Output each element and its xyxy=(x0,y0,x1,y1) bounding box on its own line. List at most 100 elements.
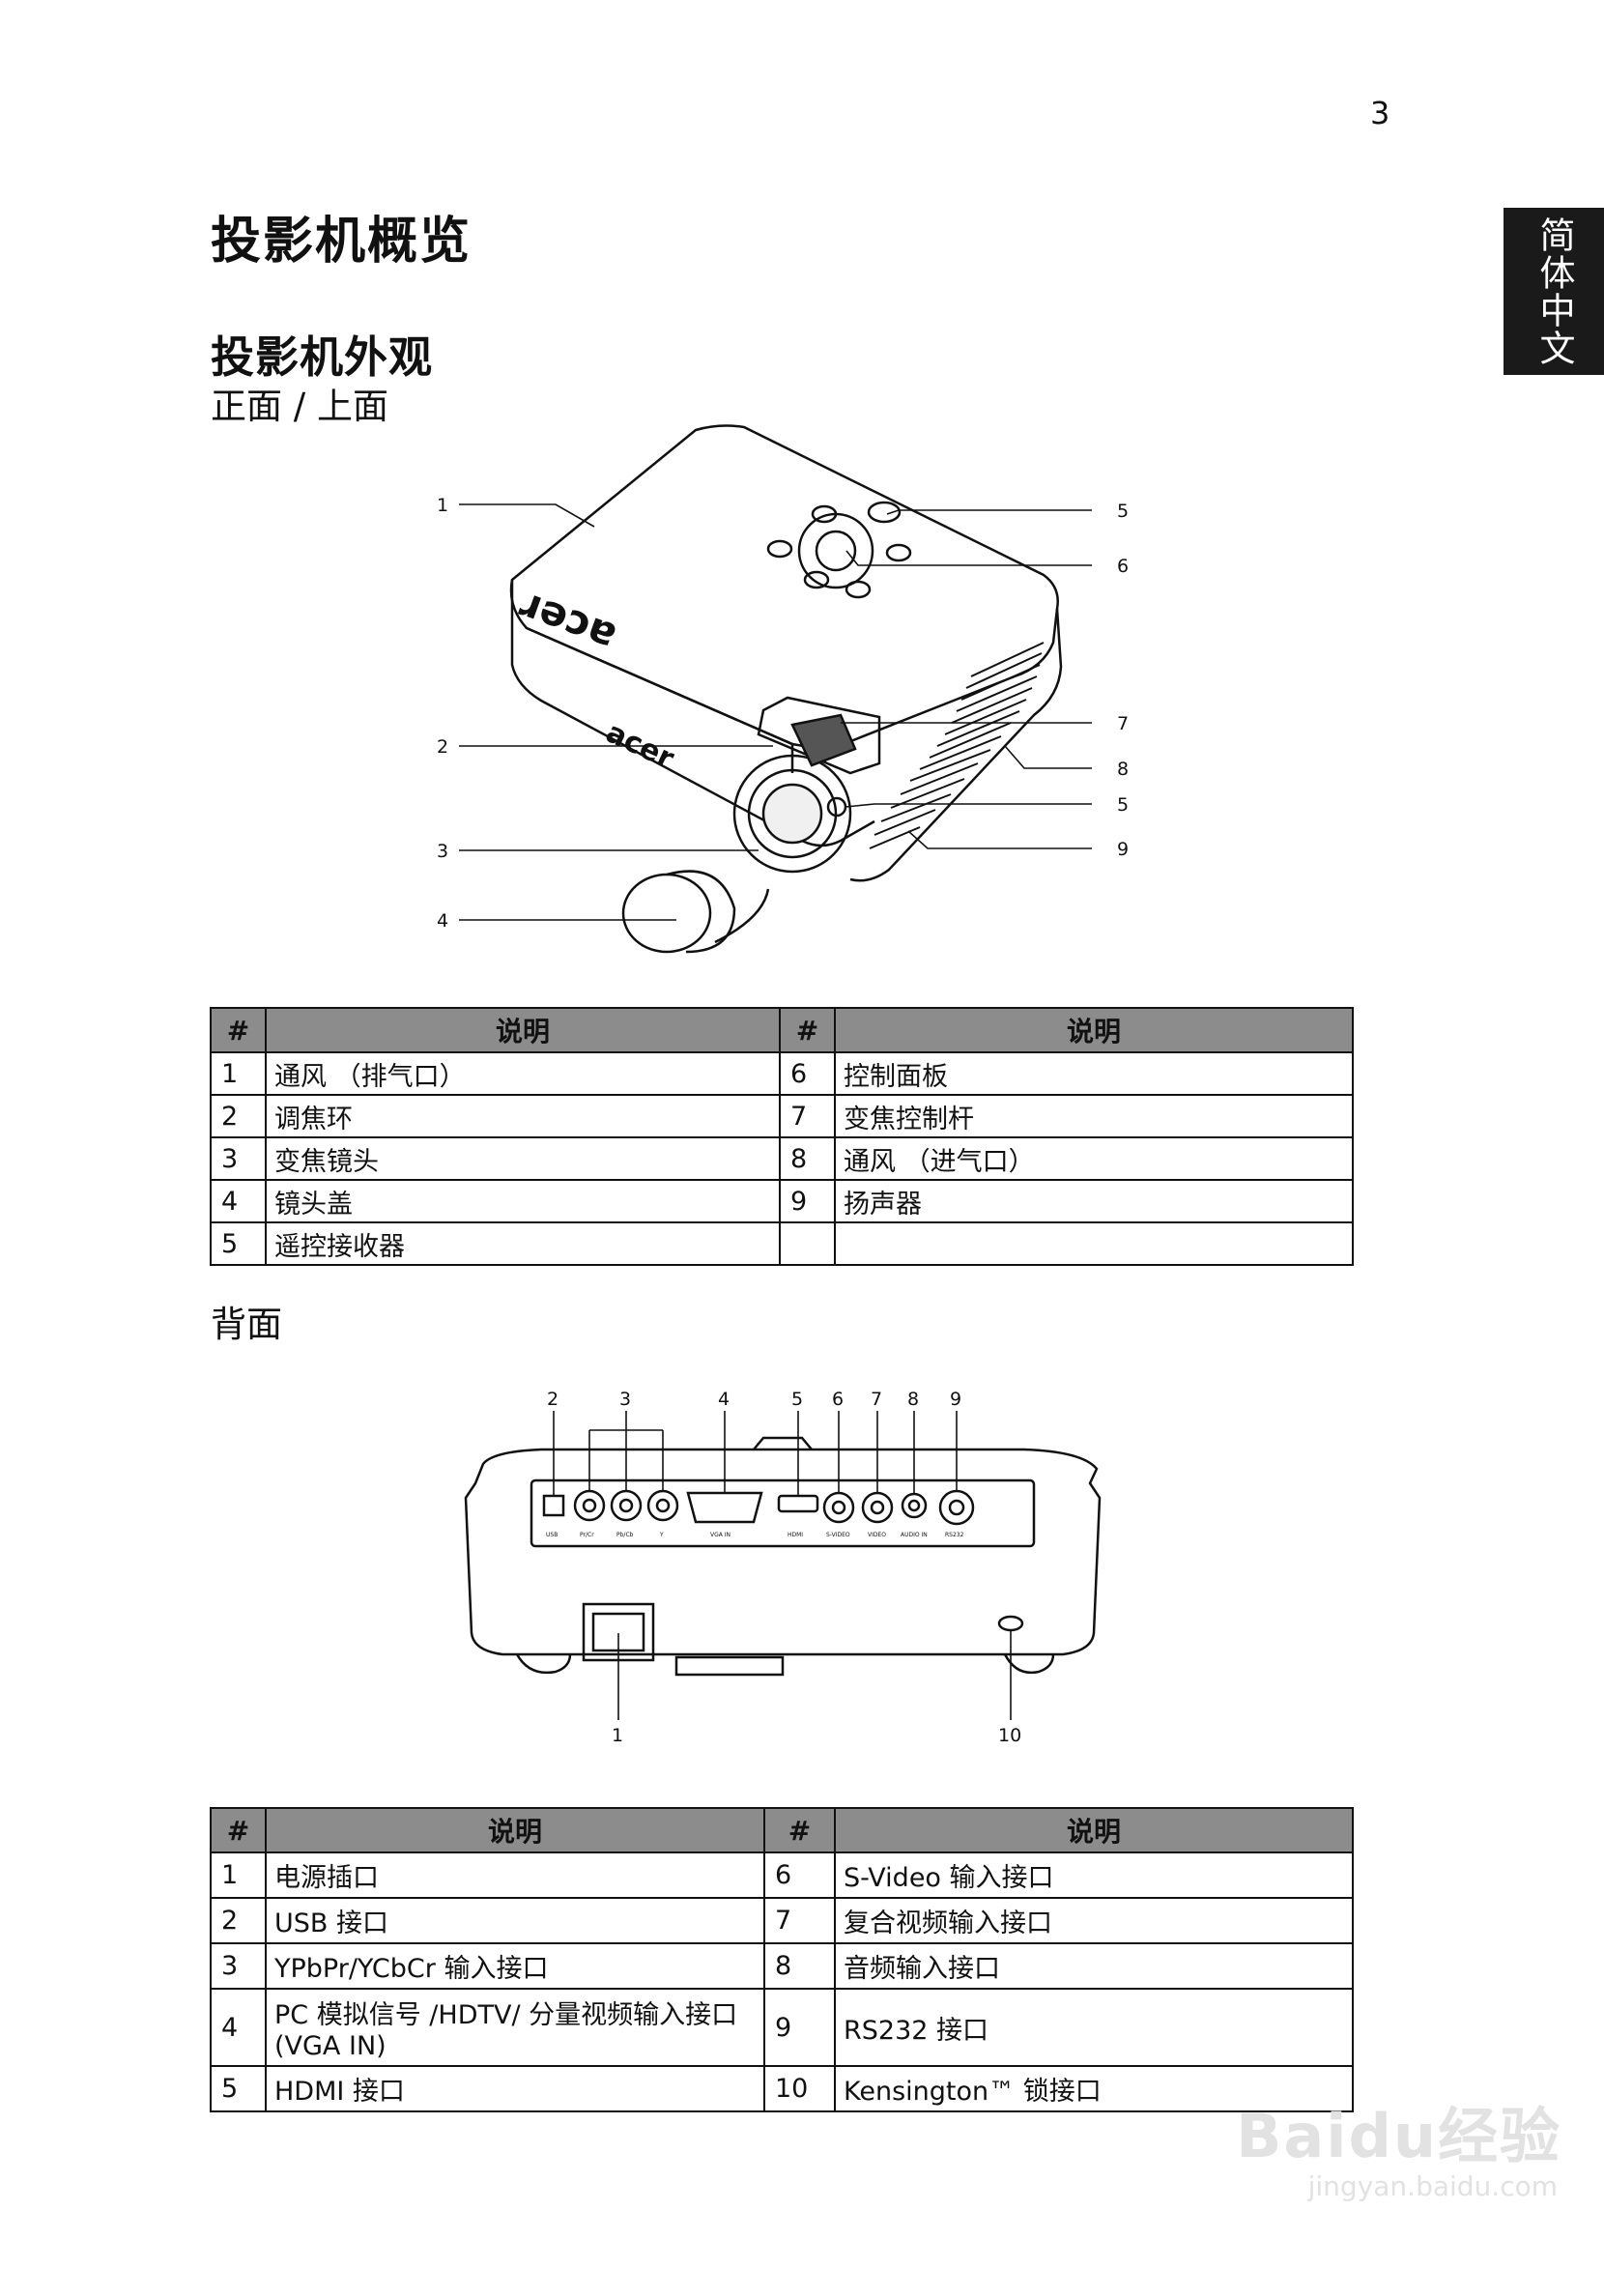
port-label-y: Y xyxy=(659,1532,664,1538)
rear-callout-1: 1 xyxy=(612,1725,623,1746)
port-label-video: VIDEO xyxy=(868,1532,886,1538)
cell-num: 2 xyxy=(210,1897,267,1944)
cell-desc: RS232 接口 xyxy=(834,1988,1354,2067)
rear-callout-8: 8 xyxy=(907,1389,919,1410)
front-callout-2: 2 xyxy=(437,736,448,758)
cell-num: 7 xyxy=(779,1094,836,1138)
cell-num: 9 xyxy=(763,1988,836,2067)
header-desc: 说明 xyxy=(265,1007,781,1053)
cell-num: 3 xyxy=(210,1136,267,1181)
table-header-row: # 说明 # 说明 xyxy=(210,1807,1354,1853)
header-desc: 说明 xyxy=(265,1807,765,1853)
front-callout-3: 3 xyxy=(437,841,448,862)
port-label-prcr: Pr/Cr xyxy=(580,1532,594,1538)
header-num: # xyxy=(779,1007,836,1053)
cell-desc: 扬声器 xyxy=(834,1179,1354,1223)
front-callout-9: 9 xyxy=(1117,839,1129,860)
rear-callout-5: 5 xyxy=(791,1389,803,1410)
cell-desc: S-Video 输入接口 xyxy=(834,1851,1354,1899)
header-num: # xyxy=(210,1007,267,1053)
cell-desc: 调焦环 xyxy=(265,1094,781,1138)
port-label-svideo: S-VIDEO xyxy=(826,1532,850,1538)
table-header-row: # 说明 # 说明 xyxy=(210,1007,1354,1053)
rear-callout-10: 10 xyxy=(998,1725,1021,1746)
port-label-hdmi: HDMI xyxy=(788,1532,803,1538)
cell-num: 3 xyxy=(210,1942,267,1990)
table-row: 5 遥控接收器 xyxy=(210,1221,1354,1266)
top-acer-logo: acer xyxy=(512,583,621,661)
header-desc: 说明 xyxy=(834,1807,1354,1853)
cell-desc: USB 接口 xyxy=(265,1897,765,1944)
cell-num: 2 xyxy=(210,1094,267,1138)
table-row: 4 镜头盖 9 扬声器 xyxy=(210,1179,1354,1223)
port-label-vga: VGA IN xyxy=(710,1532,730,1538)
table-row: 3 变焦镜头 8 通风 （进气口） xyxy=(210,1136,1354,1181)
page-number: 3 xyxy=(1370,95,1390,131)
port-label-audio: AUDIO IN xyxy=(901,1532,928,1538)
baidu-watermark: Baidu经验 xyxy=(1236,2101,1561,2171)
cell-num: 4 xyxy=(210,1988,267,2067)
language-tab-label: 简体中文 xyxy=(1533,215,1575,367)
table-row: 2 USB 接口 7 复合视频输入接口 xyxy=(210,1897,1354,1944)
front-parts-table: # 说明 # 说明 1 通风 （排气口） 6 控制面板 2 调焦环 7 变焦控制… xyxy=(210,1007,1354,1266)
front-callout-5-front: 5 xyxy=(1117,794,1129,816)
cell-num: 1 xyxy=(210,1051,267,1096)
cell-desc: 变焦镜头 xyxy=(265,1136,781,1181)
cell-desc: Kensington™ 锁接口 xyxy=(834,2065,1354,2112)
cell-desc: 变焦控制杆 xyxy=(834,1094,1354,1138)
cell-num: 1 xyxy=(210,1851,267,1899)
cell-num: 6 xyxy=(779,1051,836,1096)
cell-desc: 复合视频输入接口 xyxy=(834,1897,1354,1944)
rear-callout-9: 9 xyxy=(950,1389,961,1410)
language-tab: 简体中文 xyxy=(1504,208,1604,375)
port-label-rs232: RS232 xyxy=(945,1532,964,1538)
table-row: 2 调焦环 7 变焦控制杆 xyxy=(210,1094,1354,1138)
front-view-label: 正面 / 上面 xyxy=(211,386,388,427)
page-title: 投影机概览 xyxy=(211,213,473,271)
cell-num: 6 xyxy=(763,1851,836,1899)
table-row: 3 YPbPr/YCbCr 输入接口 8 音频输入接口 xyxy=(210,1942,1354,1990)
cell-desc: 通风 （排气口） xyxy=(265,1051,781,1096)
cell-desc: 电源插口 xyxy=(265,1851,765,1899)
cell-num: 4 xyxy=(210,1179,267,1223)
table-row: 1 通风 （排气口） 6 控制面板 xyxy=(210,1051,1354,1096)
cell-desc: 音频输入接口 xyxy=(834,1942,1354,1990)
projector-rear-diagram: USB Pr/Cr Pb/Cb Y VGA IN HDMI S-VIDEO VI… xyxy=(464,1389,1102,1746)
cell-desc: 控制面板 xyxy=(834,1051,1354,1096)
port-label-pbcb: Pb/Cb xyxy=(616,1532,634,1538)
rear-callout-4: 4 xyxy=(718,1389,730,1410)
front-callout-4: 4 xyxy=(437,910,448,932)
rear-callout-2: 2 xyxy=(547,1389,559,1410)
port-label-usb: USB xyxy=(546,1532,558,1538)
front-callout-6: 6 xyxy=(1117,556,1129,577)
header-num: # xyxy=(763,1807,836,1853)
cell-num xyxy=(779,1221,836,1266)
rear-callout-7: 7 xyxy=(871,1389,882,1410)
cell-num: 5 xyxy=(210,2065,267,2112)
table-row: 5 HDMI 接口 10 Kensington™ 锁接口 xyxy=(210,2065,1354,2112)
cell-desc: HDMI 接口 xyxy=(265,2065,765,2112)
header-desc: 说明 xyxy=(834,1007,1354,1053)
rear-callout-3: 3 xyxy=(619,1389,631,1410)
rear-callout-6: 6 xyxy=(832,1389,844,1410)
cell-num: 7 xyxy=(763,1897,836,1944)
front-callout-8: 8 xyxy=(1117,759,1129,780)
cell-desc: YPbPr/YCbCr 输入接口 xyxy=(265,1942,765,1990)
table-row: 1 电源插口 6 S-Video 输入接口 xyxy=(210,1851,1354,1899)
front-callout-7: 7 xyxy=(1117,713,1129,734)
cell-num: 8 xyxy=(763,1942,836,1990)
cell-desc: 通风 （进气口） xyxy=(834,1136,1354,1181)
baidu-watermark-url: jingyan.baidu.com xyxy=(1307,2170,1558,2202)
cell-num: 10 xyxy=(763,2065,836,2112)
cell-num: 5 xyxy=(210,1221,267,1266)
header-num: # xyxy=(210,1807,267,1853)
projector-front-diagram: acer acer 1 2 3 4 5 6 7 8 5 9 xyxy=(437,424,1129,954)
front-callout-1: 1 xyxy=(437,495,448,516)
rear-parts-table: # 说明 # 说明 1 电源插口 6 S-Video 输入接口 2 USB 接口… xyxy=(210,1807,1354,2112)
table-row: 4 PC 模拟信号 /HDTV/ 分量视频输入接口 (VGA IN) 9 RS2… xyxy=(210,1988,1354,2067)
cell-desc: PC 模拟信号 /HDTV/ 分量视频输入接口 (VGA IN) xyxy=(265,1988,765,2067)
cell-desc xyxy=(834,1221,1354,1266)
cell-num: 8 xyxy=(779,1136,836,1181)
front-callout-5-top: 5 xyxy=(1117,501,1129,522)
cell-desc: 镜头盖 xyxy=(265,1179,781,1223)
